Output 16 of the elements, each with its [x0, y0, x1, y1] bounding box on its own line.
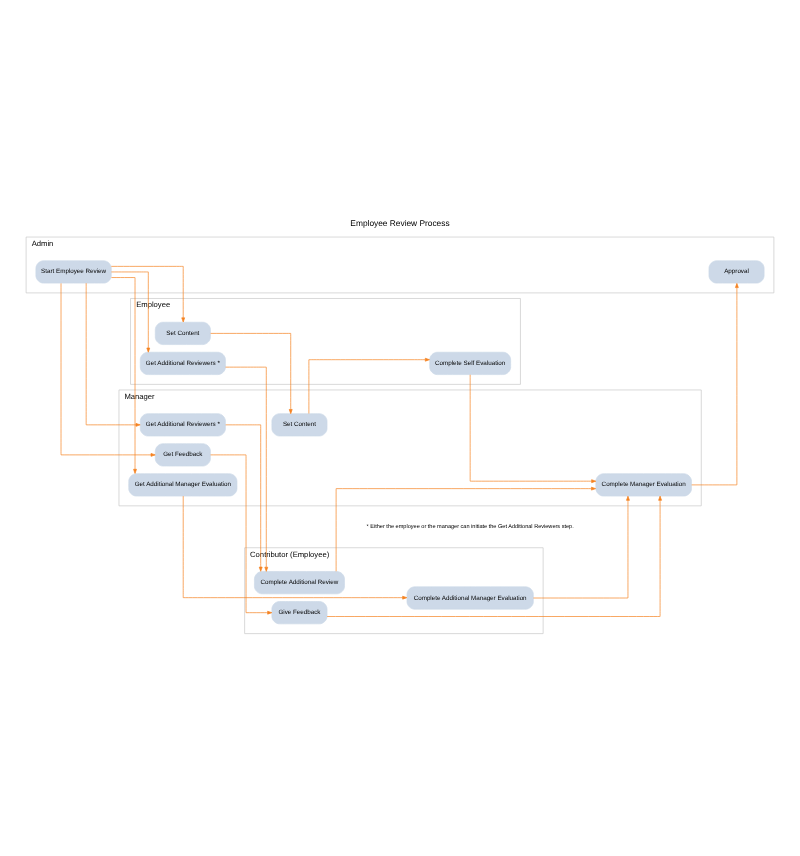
arrow	[308, 357, 430, 414]
arrow	[111, 277, 137, 474]
arrow	[225, 424, 263, 572]
arrow	[110, 266, 185, 323]
arrow	[533, 495, 630, 599]
arrow	[60, 283, 156, 457]
arrow	[111, 271, 151, 353]
arrow	[691, 283, 739, 486]
arrow	[210, 454, 273, 615]
arrow	[210, 333, 293, 414]
arrow	[469, 374, 597, 483]
arrow	[182, 495, 408, 600]
arrow	[225, 366, 269, 572]
arrow	[335, 486, 596, 572]
arrow	[85, 282, 141, 427]
arrow	[326, 495, 662, 617]
